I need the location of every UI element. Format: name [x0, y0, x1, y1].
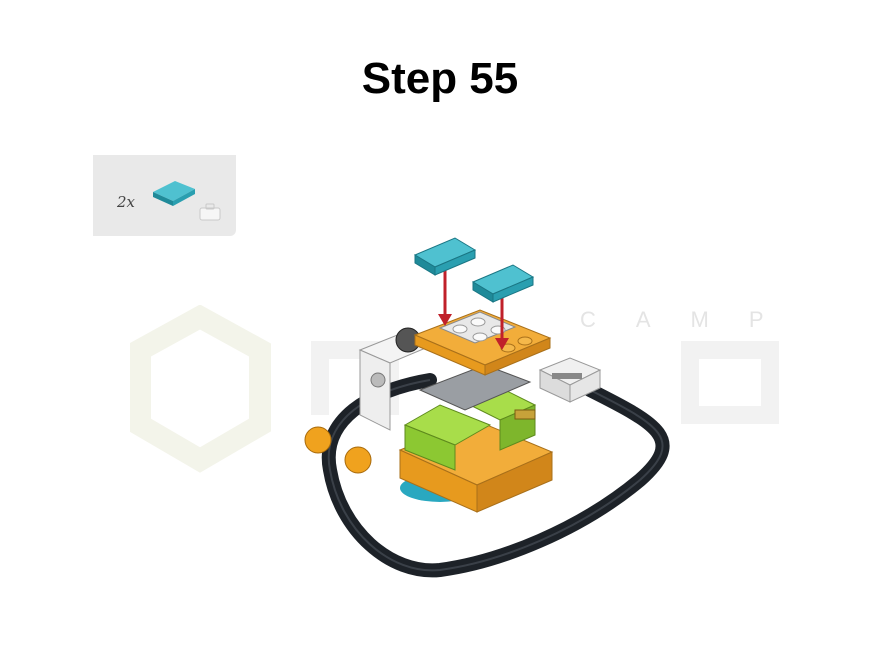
- model-illustration: [304, 237, 670, 578]
- cable-connector: [538, 357, 602, 403]
- orange-plate: [413, 309, 552, 376]
- bag-icon: [199, 203, 221, 221]
- ball-left: [304, 426, 332, 454]
- new-teal-tile-1: [413, 237, 477, 276]
- new-teal-tile-2: [471, 264, 535, 303]
- axle: [514, 409, 536, 420]
- parts-callout: 2x: [93, 155, 236, 236]
- teal-tile-icon: [153, 181, 195, 206]
- placement-arrows: [438, 265, 509, 350]
- part-quantity: 2x: [117, 193, 136, 211]
- ball-right: [344, 446, 372, 474]
- step-title: Step 55: [361, 54, 519, 103]
- watermark-text: CAMP: [580, 307, 790, 332]
- watermark-logo: CAMP: [130, 305, 790, 473]
